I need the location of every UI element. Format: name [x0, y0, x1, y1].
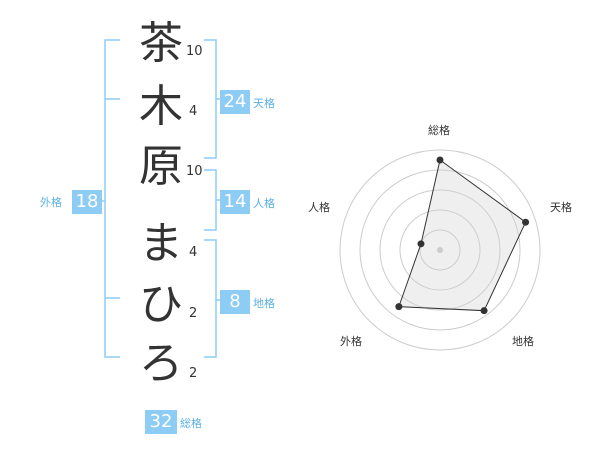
radar-label-jinkaku: 人格 — [308, 201, 330, 214]
radar-ring — [359, 169, 521, 331]
stroke-count-1: 10 — [186, 44, 203, 59]
name-char-4: ま — [139, 218, 183, 269]
chikaku-badge: 8 — [220, 290, 250, 314]
name-char-6: ろ — [139, 338, 183, 389]
radar-ring — [399, 209, 481, 291]
soukaku-label: 総格 — [180, 417, 202, 430]
radar-point-5 — [417, 240, 425, 248]
tenkaku-label: 天格 — [253, 97, 275, 110]
chikaku-label: 地格 — [253, 297, 275, 310]
radar-ring — [419, 229, 461, 271]
name-char-5: ひ — [139, 279, 183, 330]
name-char-2: 木 — [139, 81, 183, 132]
radar-point-1 — [436, 156, 444, 164]
stroke-count-3: 10 — [186, 164, 203, 179]
radar-label-gaikaku: 外格 — [340, 335, 362, 348]
gaikaku-badge: 18 — [72, 190, 102, 214]
jinkaku-badge: 14 — [220, 190, 250, 214]
name-char-1: 茶 — [139, 18, 183, 69]
stroke-count-6: 2 — [189, 366, 198, 381]
jinkaku-label: 人格 — [253, 197, 275, 210]
radar-center — [437, 247, 443, 253]
radar-label-tenkaku: 天格 — [550, 201, 572, 214]
stroke-count-5: 2 — [189, 306, 198, 321]
stroke-count-4: 4 — [189, 245, 198, 260]
tenkaku-badge: 24 — [220, 90, 250, 114]
radar-point-4 — [395, 303, 403, 311]
radar-ring — [339, 149, 541, 351]
radar-label-soukaku: 総格 — [428, 124, 450, 137]
name-char-3: 原 — [139, 141, 183, 192]
radar-point-2 — [522, 218, 530, 226]
gaikaku-label: 外格 — [40, 196, 62, 209]
stroke-count-2: 4 — [189, 104, 198, 119]
radar-point-3 — [480, 307, 488, 315]
radar-label-chikaku: 地格 — [512, 335, 534, 348]
radar-ring — [379, 189, 501, 311]
radar-polygon — [398, 159, 527, 312]
soukaku-badge: 32 — [145, 410, 177, 434]
